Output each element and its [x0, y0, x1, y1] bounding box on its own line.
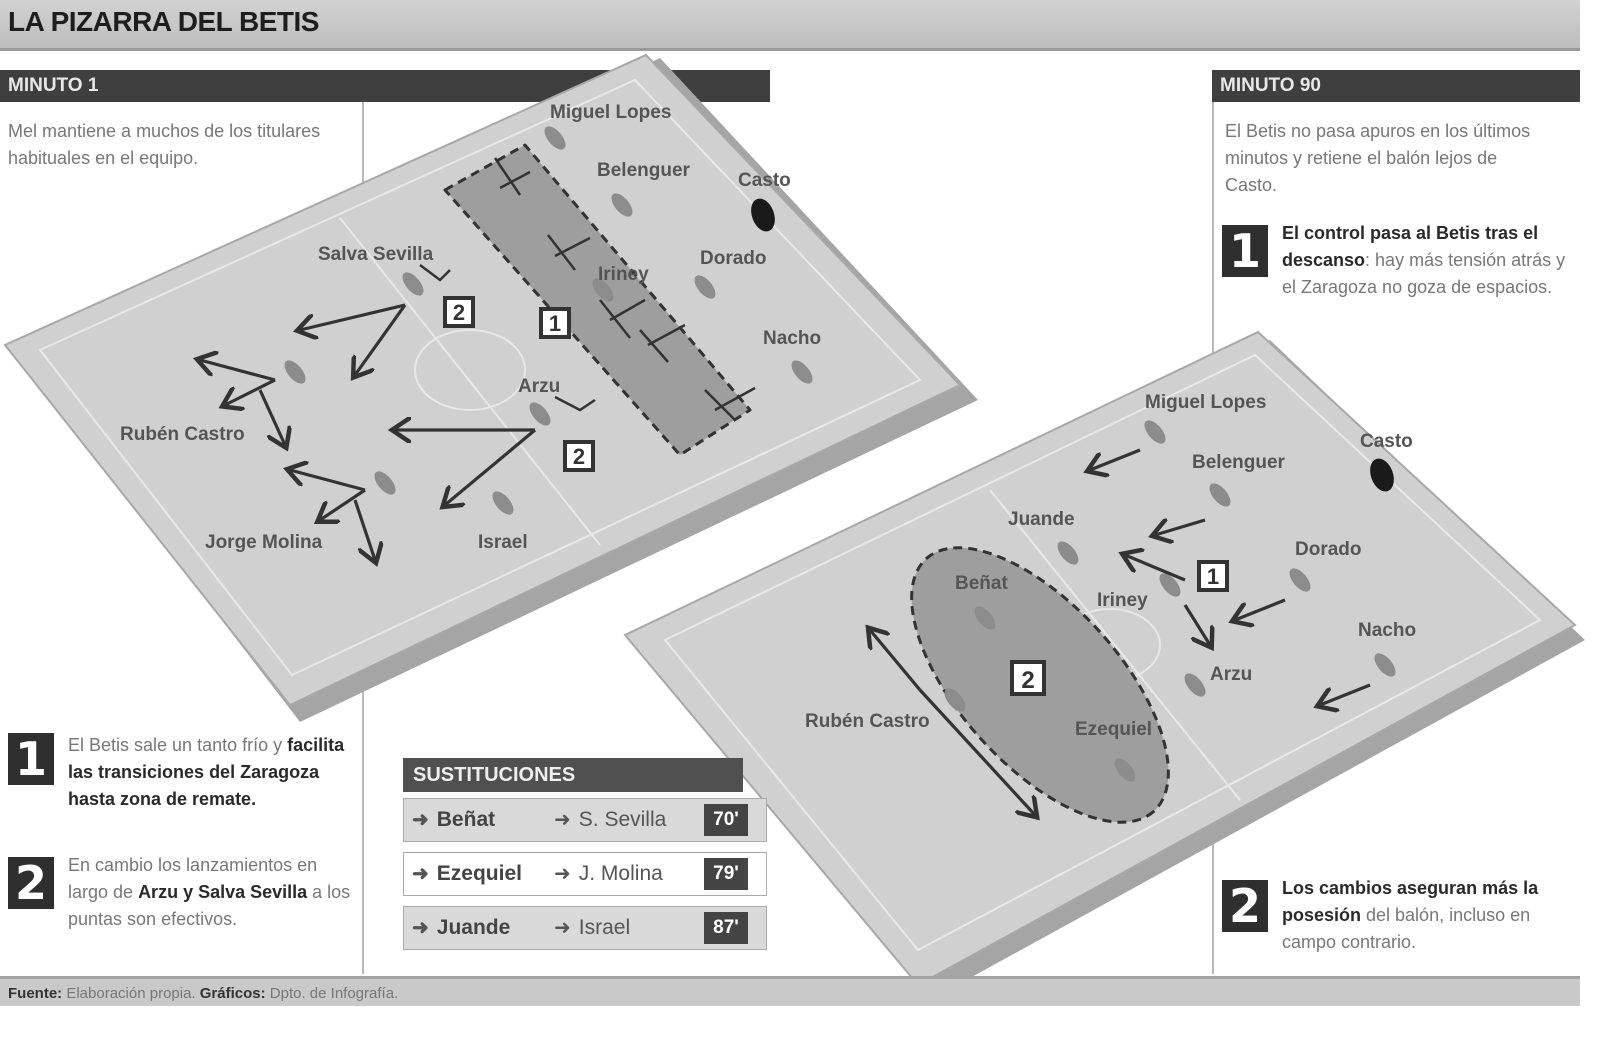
label-belenguer: Belenguer — [597, 160, 691, 181]
minute1-intro: Mel mantiene a muchos de los titulares h… — [8, 121, 321, 168]
label2-dorado: Dorado — [1295, 539, 1362, 560]
label2-nacho: Nacho — [1358, 620, 1416, 641]
minute90-intro: El Betis no pasa apuros en los últimos m… — [1225, 121, 1531, 195]
label-salva-sevilla: Salva Sevilla — [318, 244, 434, 265]
label-dorado: Dorado — [700, 248, 767, 269]
source-footer: Fuente: Elaboración propia. Gráficos: Dp… — [0, 976, 1580, 1006]
label2-juande: Juande — [1008, 509, 1075, 530]
arrow-right-icon: ➜ — [412, 917, 429, 939]
label-israel: Israel — [478, 532, 528, 553]
minute90-header: MINUTO 90 — [1212, 70, 1580, 102]
minute90-note2-number: 2 — [1222, 880, 1268, 932]
label-iriney: Iriney — [598, 264, 649, 285]
arrow-right-icon: ➜ — [554, 809, 571, 831]
pitch1-marker-2a: 2 — [443, 296, 475, 328]
minute90-note1: El control pasa al Betis tras el descans… — [1282, 223, 1566, 297]
arrow-right-icon: ➜ — [554, 917, 571, 939]
title-bar — [0, 0, 1580, 51]
pitch-minute90: 1 2 Miguel Lopes Belenguer Casto Juande … — [623, 330, 1585, 1000]
pitch-minute1: 1 2 2 Miguel Lopes Belenguer Casto Salva… — [3, 53, 978, 722]
substitutions-title: SUSTITUCIONES — [403, 758, 743, 792]
pitch2-marker-2: 2 — [1010, 660, 1046, 696]
sub-row-1-out: ➜S. Sevilla — [554, 799, 666, 841]
label2-ruben-castro: Rubén Castro — [805, 711, 930, 732]
svg-text:2: 2 — [573, 444, 585, 469]
minute1-note1-number: 1 — [8, 733, 54, 785]
svg-text:2: 2 — [1021, 667, 1034, 694]
pitch2-marker-1: 1 — [1197, 560, 1229, 592]
label-casto: Casto — [738, 170, 791, 191]
arrow-right-icon: ➜ — [554, 863, 571, 885]
label2-iriney: Iriney — [1097, 590, 1148, 611]
label2-benat: Beñat — [955, 573, 1008, 594]
label2-casto: Casto — [1360, 431, 1413, 452]
label-arzu: Arzu — [518, 376, 560, 397]
sub-row-1-minute: 70' — [704, 804, 748, 836]
pitch1-marker-2b: 2 — [563, 440, 595, 472]
label-ruben-castro: Rubén Castro — [120, 424, 245, 445]
sub-row-2-in: ➜Ezequiel — [412, 853, 522, 895]
label2-belenguer: Belenguer — [1192, 452, 1286, 473]
minute90-note1-number: 1 — [1222, 225, 1268, 277]
arrow-right-icon: ➜ — [412, 809, 429, 831]
label2-miguel-lopes: Miguel Lopes — [1145, 392, 1266, 413]
sub-row-3-minute: 87' — [704, 912, 748, 944]
sub-row-2-minute: 79' — [704, 858, 748, 890]
label2-ezequiel: Ezequiel — [1075, 719, 1152, 740]
label-jorge-molina: Jorge Molina — [205, 532, 323, 553]
minute1-note2-number: 2 — [8, 857, 54, 909]
minute1-note2: En cambio los lanzamientos en largo de A… — [68, 855, 351, 929]
sub-row-2: ➜Ezequiel ➜J. Molina 79' — [403, 852, 767, 896]
svg-text:2: 2 — [453, 300, 465, 325]
pitch1-marker-1: 1 — [539, 307, 571, 339]
label2-arzu: Arzu — [1210, 664, 1252, 685]
sub-row-1: ➜Beñat ➜S. Sevilla 70' — [403, 798, 767, 842]
page-title: LA PIZARRA DEL BETIS — [8, 6, 319, 37]
svg-text:1: 1 — [549, 311, 561, 336]
sub-row-1-in: ➜Beñat — [412, 799, 495, 841]
arrow-right-icon: ➜ — [412, 863, 429, 885]
minute1-note1: El Betis sale un tanto frío y facilita l… — [68, 735, 345, 809]
sub-row-3: ➜Juande ➜Israel 87' — [403, 906, 767, 950]
svg-text:1: 1 — [1207, 564, 1219, 589]
label-nacho: Nacho — [763, 328, 821, 349]
sub-row-3-out: ➜Israel — [554, 907, 630, 949]
sub-row-3-in: ➜Juande — [412, 907, 510, 949]
minute90-note2: Los cambios aseguran más la posesión del… — [1282, 878, 1539, 952]
label-miguel-lopes: Miguel Lopes — [550, 102, 671, 123]
sub-row-2-out: ➜J. Molina — [554, 853, 663, 895]
